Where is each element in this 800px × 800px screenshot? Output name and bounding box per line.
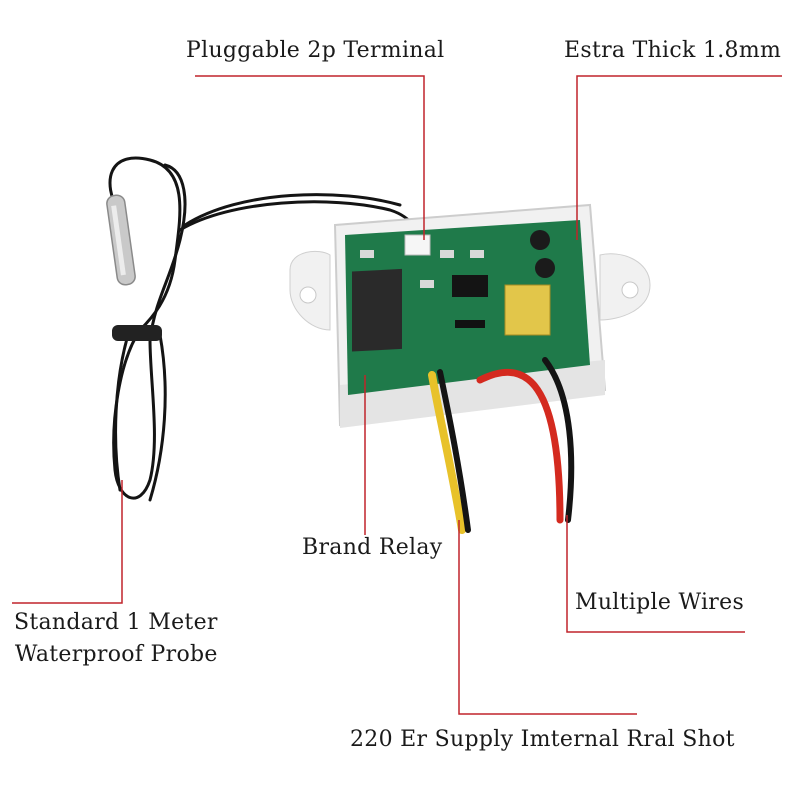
wires-leader-line [566, 515, 745, 633]
probe-leader-line [12, 480, 123, 604]
supply-leader-line [458, 520, 637, 715]
cable-tie [112, 325, 162, 341]
probe-callout-line1: Standard 1 Meter [14, 610, 218, 635]
probe-callout: Standard 1 Meter Waterproof Probe [14, 607, 218, 671]
terminal-callout: Pluggable 2p Terminal [186, 38, 445, 63]
wires-callout: Multiple Wires [575, 590, 745, 615]
thickness-callout: Estra Thick 1.8mm [564, 38, 782, 63]
probe-cable [108, 156, 422, 502]
output-wires [428, 357, 575, 534]
thickness-leader-line [576, 75, 782, 240]
supply-callout: 220 Er Supply Imternal Rral Shot [350, 727, 735, 752]
probe-callout-line2: Waterproof Probe [14, 642, 218, 667]
probe-tip [106, 194, 136, 286]
leader-lines [12, 75, 782, 715]
terminal-leader-line [195, 75, 425, 240]
relay-callout: Brand Relay [302, 535, 443, 560]
